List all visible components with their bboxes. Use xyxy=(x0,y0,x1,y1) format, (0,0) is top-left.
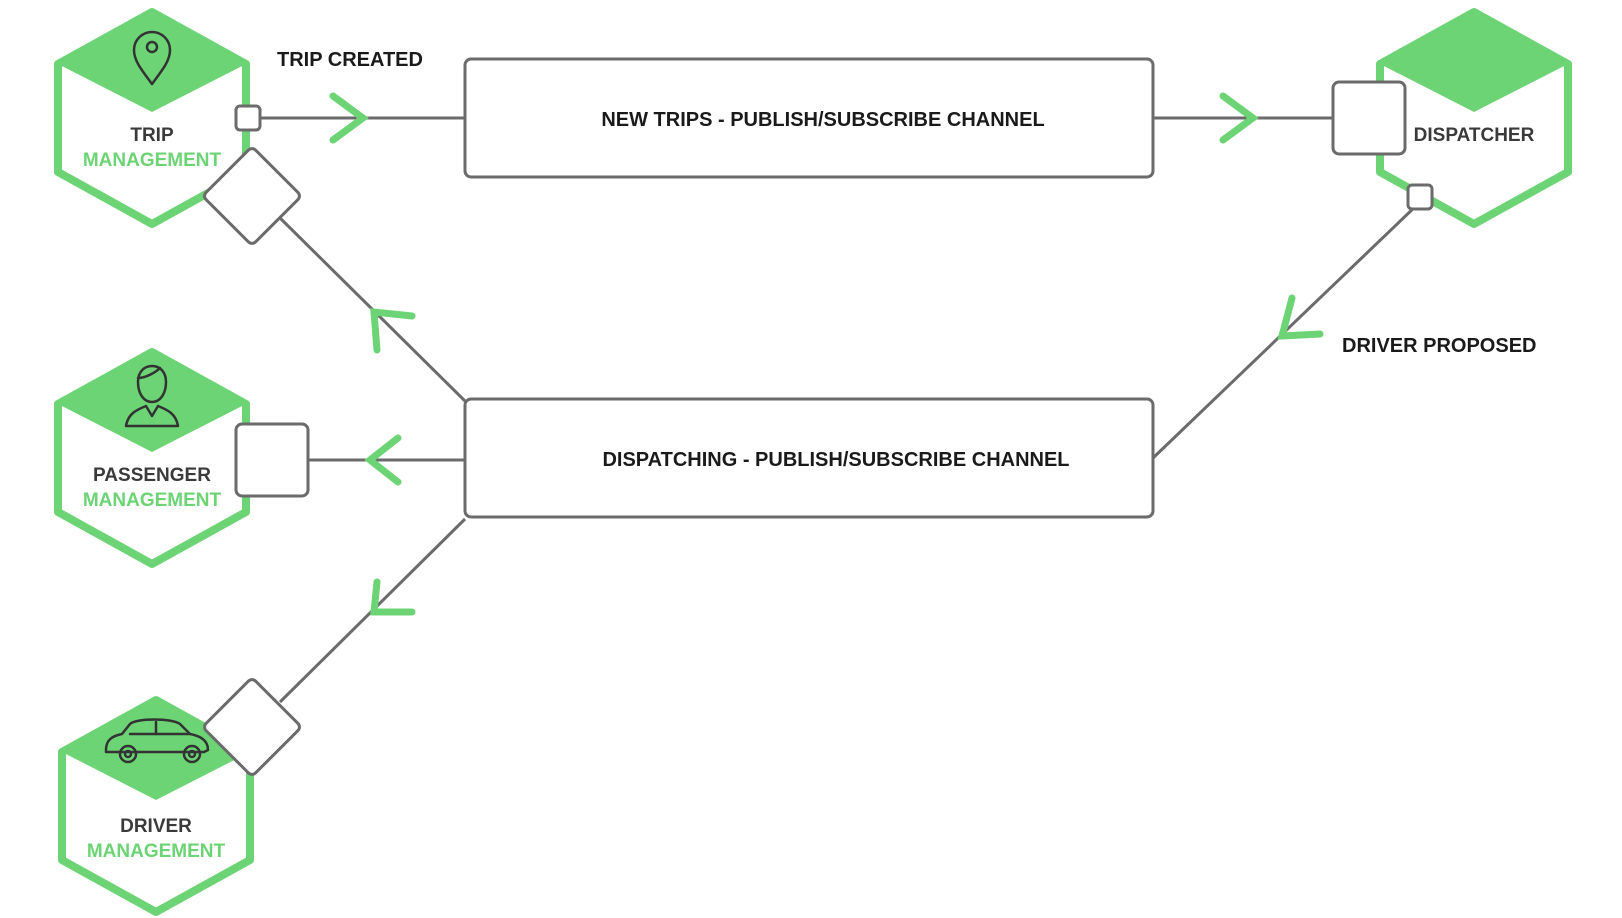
person-icon xyxy=(124,364,180,428)
event-trip-created: TRIP CREATED xyxy=(277,49,423,71)
service-trip-management: TRIP MANAGEMENT xyxy=(54,8,301,245)
arrow-driver-proposed xyxy=(1277,294,1324,340)
car-icon xyxy=(104,718,210,764)
service-driver-line2: MANAGEMENT xyxy=(87,841,226,862)
arrow-to-dispatcher xyxy=(1219,92,1259,144)
channel-new-trips: NEW TRIPS - PUBLISH/SUBSCRIBE CHANNEL xyxy=(463,57,1155,179)
event-driver-proposed: DRIVER PROPOSED xyxy=(1342,335,1536,357)
arrow-to-trip xyxy=(370,308,416,354)
channel-new-trips-label: NEW TRIPS - PUBLISH/SUBSCRIBE CHANNEL xyxy=(601,109,1044,131)
trip-inbound-port xyxy=(203,147,301,245)
arrow-trip-created xyxy=(329,92,369,144)
service-passenger-line1: PASSENGER xyxy=(93,465,211,486)
dispatcher-inbound-port xyxy=(1331,80,1407,156)
channel-dispatching: DISPATCHING - PUBLISH/SUBSCRIBE CHANNEL xyxy=(463,397,1155,519)
service-passenger-management: PASSENGER MANAGEMENT xyxy=(54,348,310,568)
passenger-inbound-port xyxy=(234,422,310,498)
service-driver-management: DRIVER MANAGEMENT xyxy=(58,678,301,916)
arrow-to-driver xyxy=(370,578,416,616)
service-dispatcher-label: DISPATCHER xyxy=(1414,125,1535,146)
map-pin-icon xyxy=(132,30,172,86)
arrows xyxy=(329,92,1324,616)
service-driver-line1: DRIVER xyxy=(120,816,192,837)
service-passenger-line2: MANAGEMENT xyxy=(83,490,222,511)
channel-dispatching-label: DISPATCHING - PUBLISH/SUBSCRIBE CHANNEL xyxy=(602,449,1069,471)
trip-outbound-port xyxy=(234,104,262,132)
service-trip-line1: TRIP xyxy=(130,125,174,146)
driver-inbound-port xyxy=(203,678,301,776)
dispatcher-outbound-port xyxy=(1406,183,1434,211)
service-dispatcher: DISPATCHER xyxy=(1331,8,1572,228)
service-trip-line2: MANAGEMENT xyxy=(83,150,222,171)
arrow-to-passenger xyxy=(364,434,402,486)
